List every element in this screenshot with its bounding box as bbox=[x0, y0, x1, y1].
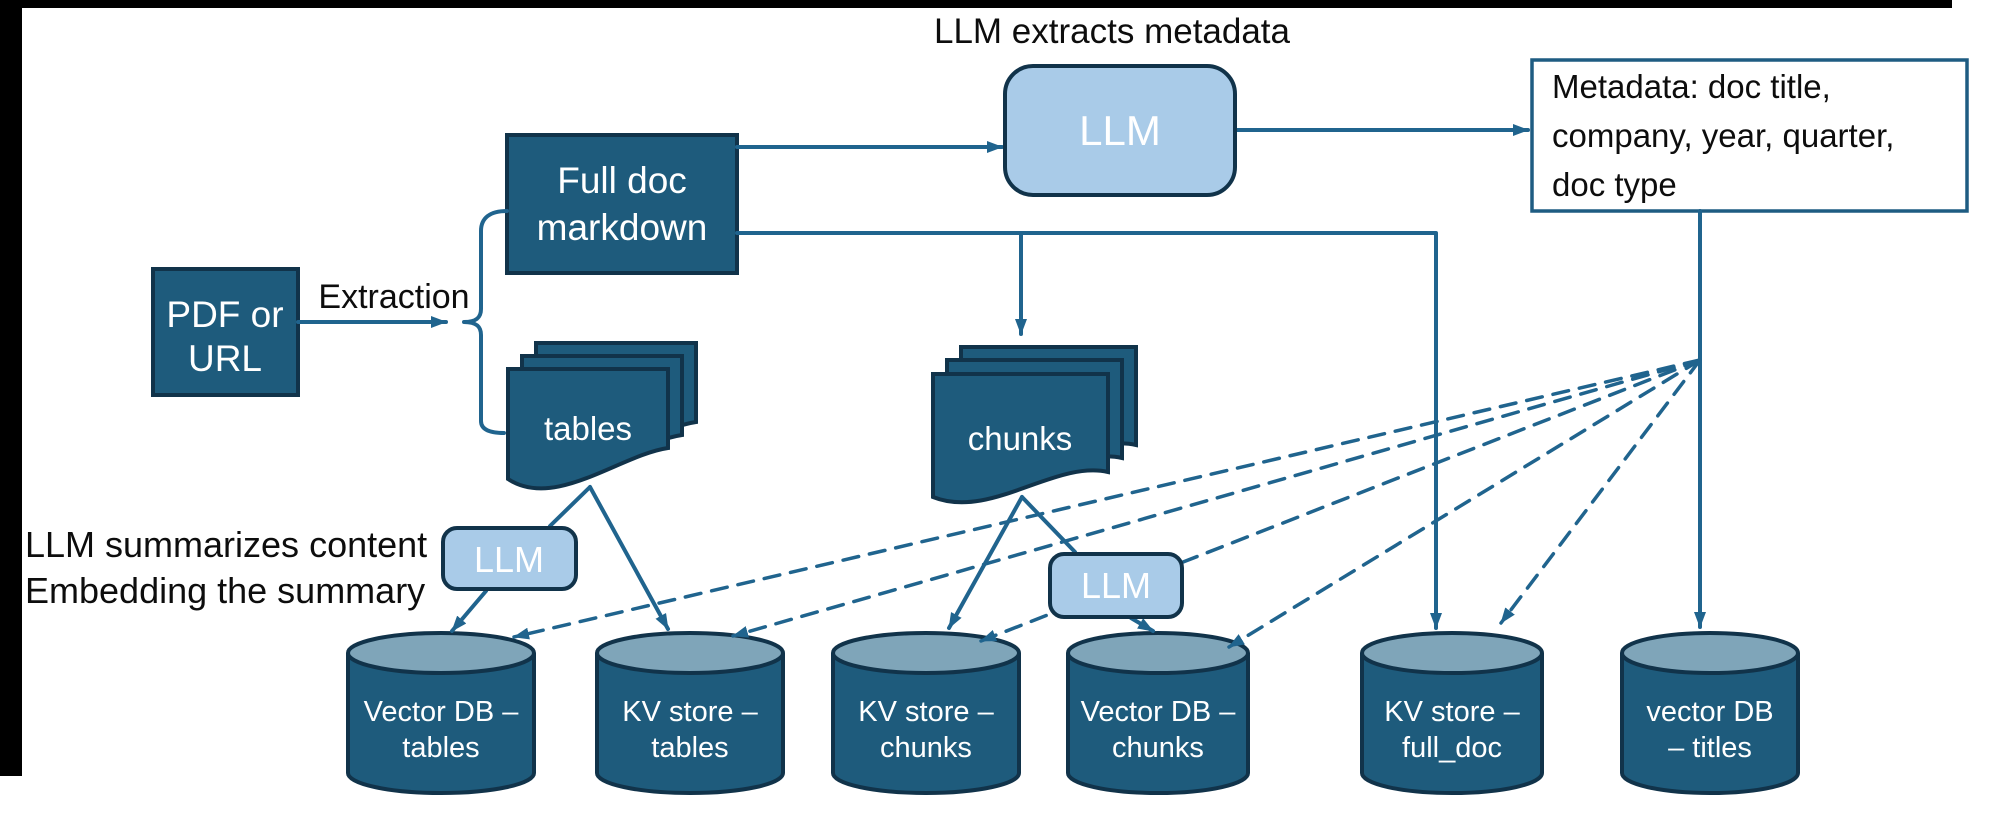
dashed-arrow-metadata-to-kv-store-full-doc bbox=[1499, 358, 1702, 625]
arrow-fulldoc-to-kv-full-doc bbox=[735, 231, 1442, 630]
llm-summarize-tables-label: LLM bbox=[474, 539, 544, 580]
cylinder-cap bbox=[346, 631, 536, 675]
diagram-title: LLM extracts metadata bbox=[934, 12, 1291, 51]
dashed-arrow-metadata-to-kv-store-tables bbox=[731, 358, 1702, 638]
cylinder-cap bbox=[831, 631, 1021, 675]
arrow-llm-to-vector-db-chunks bbox=[1129, 616, 1155, 633]
cylinder-label-line2: – titles bbox=[1668, 732, 1752, 764]
cylinder-cap bbox=[1066, 631, 1250, 675]
cylinder-cap bbox=[595, 631, 785, 675]
cylinder-label-line1: KV store – bbox=[622, 696, 758, 728]
cylinder-label-line2: tables bbox=[402, 732, 479, 764]
metadata-label-line3: doc type bbox=[1552, 166, 1677, 203]
llm-extract-box bbox=[1003, 64, 1237, 197]
cylinder-label-line2: full_doc bbox=[1402, 732, 1502, 764]
cylinder-vector-db-tables bbox=[346, 631, 536, 795]
arrow-llm-to-vector-db-tables bbox=[450, 589, 488, 633]
pdf-box-label-line1: PDF or bbox=[166, 294, 283, 335]
chunks-page-front bbox=[931, 372, 1110, 505]
tables-stack-label: tables bbox=[544, 410, 632, 447]
arrow-tables-to-kv-store-tables bbox=[588, 485, 670, 631]
fulldoc-label-line2: markdown bbox=[537, 207, 708, 248]
summary-annotation-line2: Embedding the summary bbox=[25, 570, 425, 611]
cylinder-kv-store-chunks bbox=[831, 631, 1021, 795]
window-edge-top bbox=[0, 0, 1952, 8]
fulldoc-label-line1: Full doc bbox=[557, 160, 687, 201]
cylinder-label-line2: chunks bbox=[880, 732, 972, 764]
chunks-stack-label: chunks bbox=[968, 420, 1073, 457]
llm-extract-label: LLM bbox=[1079, 107, 1161, 154]
pdf-box-label-line2: URL bbox=[188, 338, 262, 379]
summary-annotation-line1: LLM summarizes content bbox=[25, 524, 427, 565]
line-tables-to-llm bbox=[548, 485, 592, 528]
cylinder-kv-store-tables bbox=[595, 631, 785, 795]
cylinder-label-line1: KV store – bbox=[858, 696, 994, 728]
llm-summarize-chunks-box bbox=[1048, 552, 1184, 619]
cylinder-cap bbox=[1620, 631, 1800, 675]
metadata-label-line2: company, year, quarter, bbox=[1552, 117, 1894, 154]
cylinder-label-line2: tables bbox=[651, 732, 728, 764]
cylinder-label-line2: chunks bbox=[1112, 732, 1204, 764]
cylinder-vector-db-chunks bbox=[1066, 631, 1250, 795]
llm-summarize-chunks-label: LLM bbox=[1081, 565, 1151, 606]
metadata-label-line1: Metadata: doc title, bbox=[1552, 68, 1831, 105]
line-chunks-to-llm bbox=[1020, 495, 1077, 554]
cylinder-kv-store-full-doc bbox=[1360, 631, 1544, 795]
tables-stack bbox=[506, 341, 698, 491]
llm-summarize-tables-box bbox=[441, 526, 578, 591]
chunks-stack bbox=[931, 345, 1138, 505]
dashed-arrow-metadata-to-kv-store-chunks bbox=[979, 358, 1702, 643]
extraction-label: Extraction bbox=[318, 278, 469, 316]
dashed-arrow-metadata-to-vector-db-tables bbox=[512, 358, 1702, 640]
extraction-split-brace bbox=[462, 209, 509, 435]
metadata-box bbox=[1530, 58, 1969, 213]
cylinder-label-line1: Vector DB – bbox=[364, 696, 520, 728]
cylinder-cap bbox=[1360, 631, 1544, 675]
cylinder-vector-db-titles bbox=[1620, 631, 1800, 795]
pdf-box bbox=[151, 267, 300, 397]
fulldoc-box bbox=[505, 133, 739, 275]
cylinder-label-line1: vector DB bbox=[1646, 696, 1773, 728]
dashed-arrow-metadata-to-vector-db-chunks bbox=[1227, 358, 1702, 649]
tables-page-front bbox=[506, 367, 670, 491]
cylinder-label-line1: Vector DB – bbox=[1081, 696, 1237, 728]
window-edge-left bbox=[0, 0, 22, 776]
cylinder-label-line1: KV store – bbox=[1384, 696, 1520, 728]
